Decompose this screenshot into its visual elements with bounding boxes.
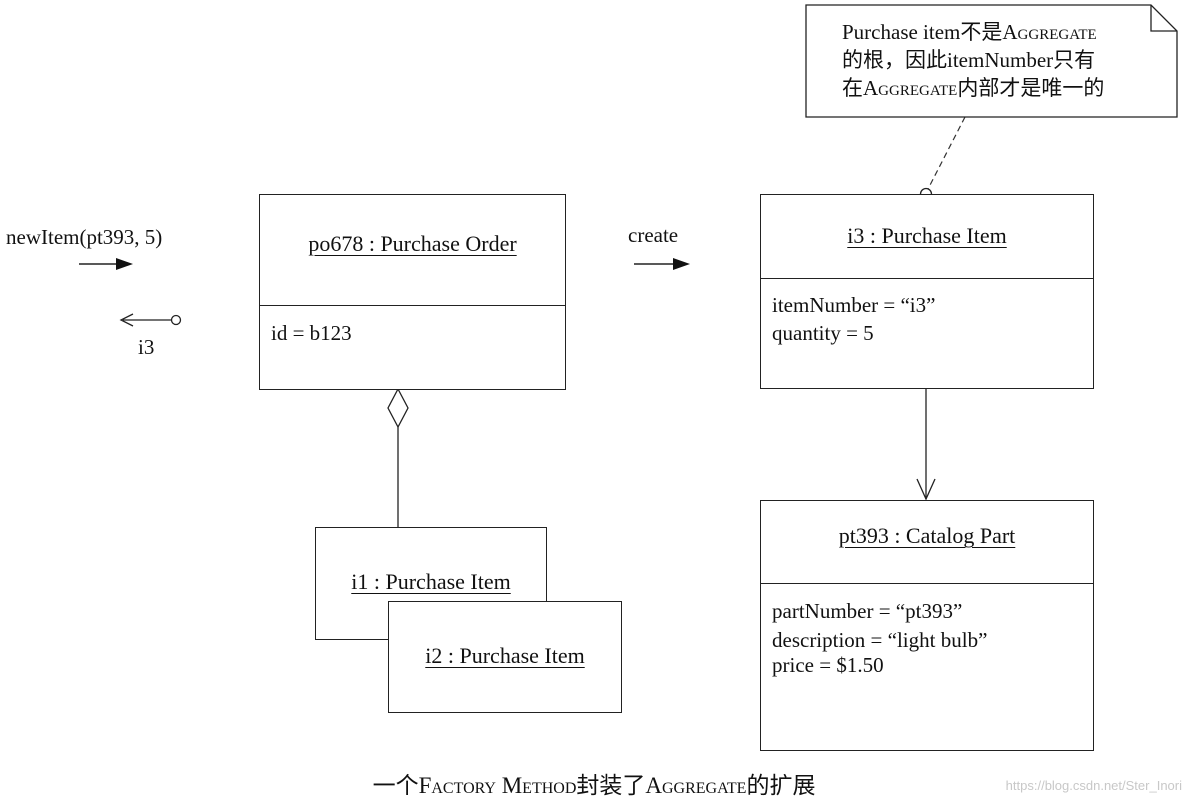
- purchase-order-title: po678 : Purchase Order: [308, 231, 517, 256]
- item-i2-object: i2 : Purchase Item: [388, 601, 622, 713]
- call-message-label: newItem(pt393, 5): [6, 225, 163, 249]
- purchase-order-object: po678 : Purchase Order id = b123: [259, 194, 566, 390]
- purchase-order-attributes: id = b123: [271, 319, 352, 347]
- note-line-3: 在Aggregate内部才是唯一的: [842, 76, 1105, 100]
- attribute-line: quantity = 5: [772, 321, 874, 345]
- item-i3-attributes: itemNumber = “i3” quantity = 5: [772, 291, 935, 347]
- note-line-1: Purchase item不是Aggregate: [842, 20, 1097, 44]
- attribute-line: partNumber = “pt393”: [772, 599, 963, 623]
- note-shape: [805, 4, 1178, 118]
- note-line-2: 的根，因此itemNumber只有: [842, 48, 1096, 72]
- item-i2-title: i2 : Purchase Item: [425, 643, 585, 668]
- note: Purchase item不是Aggregate 的根，因此itemNumber…: [806, 5, 1177, 117]
- watermark: https://blog.csdn.net/Ster_Inori: [1005, 778, 1182, 793]
- attribute-line: id = b123: [271, 321, 352, 345]
- item-i1-title: i1 : Purchase Item: [351, 569, 511, 594]
- note-text: Purchase item不是Aggregate 的根，因此itemNumber…: [842, 18, 1104, 102]
- return-message-label: i3: [138, 335, 155, 359]
- attribute-line: price = $1.50: [772, 653, 884, 677]
- catalog-part-title: pt393 : Catalog Part: [838, 523, 1016, 548]
- note-anchor-line: [919, 116, 966, 201]
- item-i3-title: i3 : Purchase Item: [847, 223, 1007, 248]
- create-message-arrow: [634, 258, 690, 270]
- catalog-part-object: pt393 : Catalog Part partNumber = “pt393…: [760, 500, 1094, 751]
- call-message-arrow: [79, 258, 133, 270]
- item-i3-object: i3 : Purchase Item itemNumber = “i3” qua…: [760, 194, 1094, 389]
- catalog-part-attributes: partNumber = “pt393” description = “ligh…: [772, 597, 987, 680]
- create-message-label: create: [628, 223, 679, 247]
- attribute-line: itemNumber = “i3”: [772, 293, 936, 317]
- association-arrow: [916, 389, 936, 501]
- aggregation-connector: [387, 387, 409, 528]
- attribute-line: description = “light bulb”: [772, 628, 988, 652]
- figure-caption: 一个Factory Method封装了Aggregate的扩展: [372, 773, 816, 798]
- return-message-arrow: [119, 313, 182, 327]
